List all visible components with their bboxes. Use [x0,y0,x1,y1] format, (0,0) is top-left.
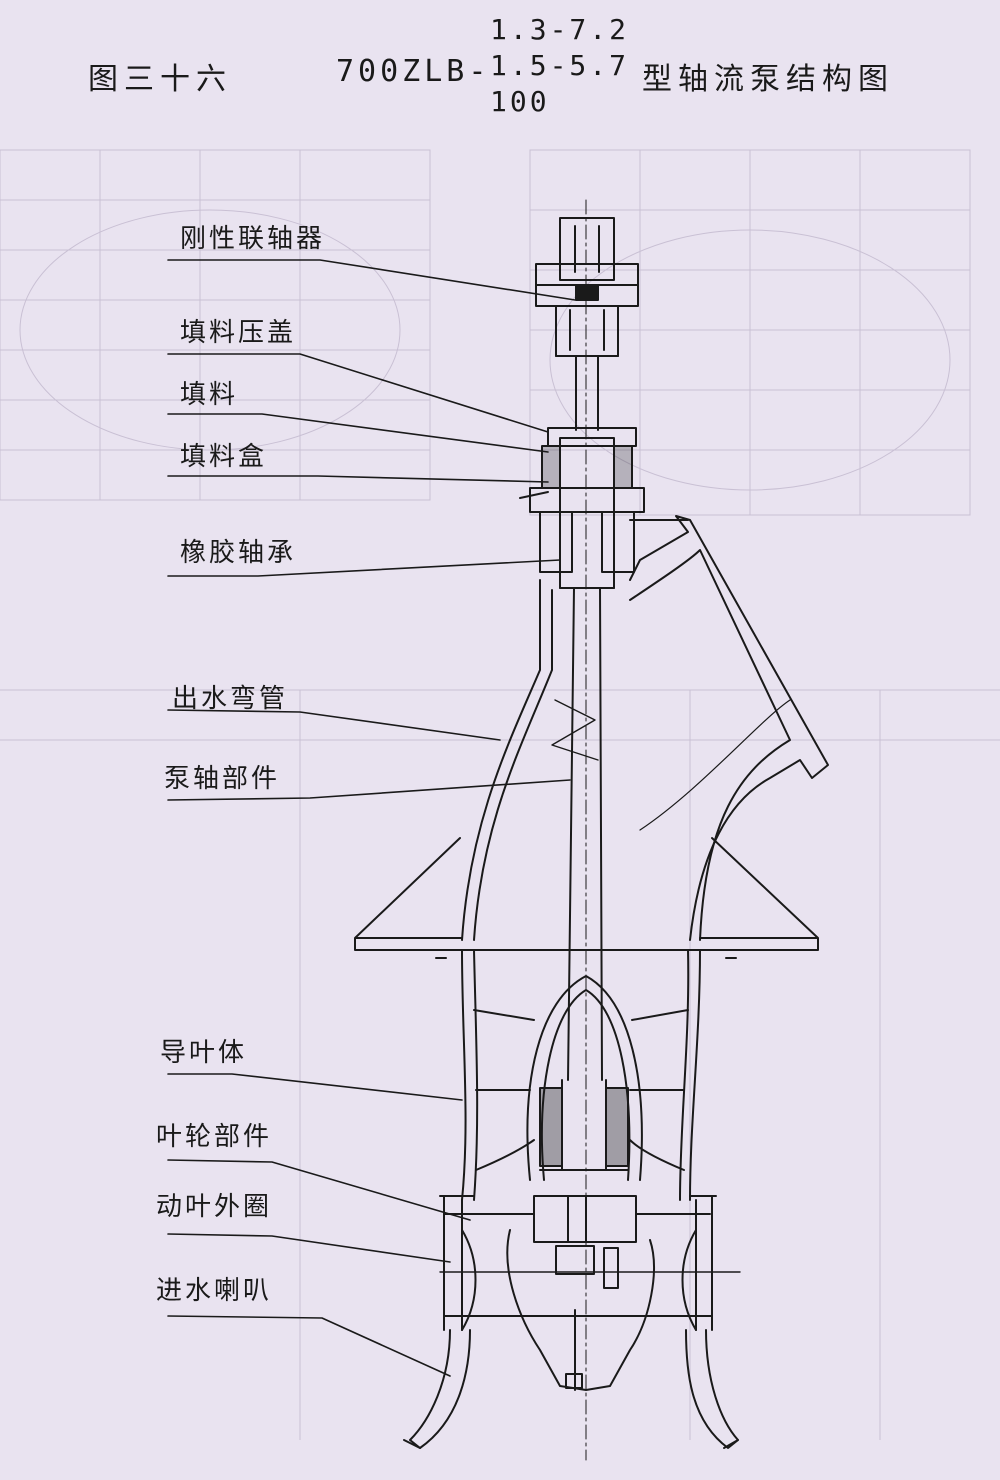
blade-outer-ring [439,1195,717,1331]
label-impeller-assembly: 叶轮部件 [156,1122,273,1152]
outlet-elbow [461,515,829,941]
figure-number: 图三十六 [88,62,232,97]
packing-box [519,427,645,589]
figure-title: 型轴流泵结构图 [642,62,894,97]
label-packing-box: 填料盒 [180,442,268,472]
rigid-coupling [535,217,639,357]
support-plate [354,837,819,959]
leader-lines [167,259,576,1377]
leader-line [167,779,571,801]
leader-line [167,1159,471,1221]
leader-line [167,1073,463,1101]
leader-line [167,413,549,453]
leader-line [167,1315,451,1377]
guide-vane-body [461,949,701,1201]
label-packing: 填料 [180,380,239,410]
leader-line [167,1233,451,1263]
leader-line [167,353,549,433]
leader-line [167,475,549,483]
pump-shaft [551,587,603,1081]
hub-bearing-housing [526,975,643,1181]
model-variant: 100 [490,85,550,118]
title-block: 图三十六 700ZLB- 1.3-7.2 1.5-5.7 100 型轴流泵结构图 [0,8,1000,118]
label-shaft-assembly: 泵轴部件 [164,764,281,794]
label-outlet-elbow: 出水弯管 [172,684,289,714]
impeller-assembly [439,1195,741,1391]
leader-line [167,709,501,741]
inlet-bell [403,1329,739,1449]
label-inlet-bell: 进水喇叭 [156,1276,273,1306]
model-variant: 1.5-5.7 [490,49,630,82]
leader-line [167,259,576,301]
model-prefix: 700ZLB- [336,54,491,89]
label-rigid-coupling: 刚性联轴器 [180,224,326,254]
label-gland-cover: 填料压盖 [180,318,297,348]
model-variants: 1.3-7.2 1.5-5.7 100 [490,12,640,120]
leader-line [167,559,561,577]
upper-shaft [575,355,599,431]
label-guide-vane-body: 导叶体 [160,1038,248,1068]
label-blade-outer-ring: 动叶外圈 [156,1192,273,1222]
model-variant: 1.3-7.2 [490,13,630,46]
label-rubber-bearing: 橡胶轴承 [180,538,297,568]
